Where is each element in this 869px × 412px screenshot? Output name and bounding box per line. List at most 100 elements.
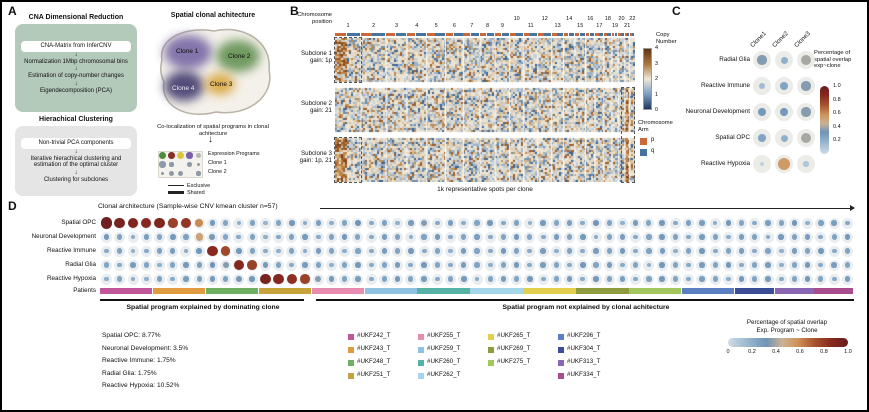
d-dot (196, 276, 202, 282)
d-dot (368, 276, 374, 282)
d-dot (474, 220, 480, 226)
cna-reduction-title: CNA Dimensional Reduction (28, 14, 124, 21)
d-dot (117, 234, 123, 240)
patient-swatch (558, 360, 564, 366)
chromosome-arm-q-segment (579, 33, 585, 36)
c-legend-tick: 0.8 (833, 96, 841, 103)
copy-number-tick: 3 (655, 60, 659, 67)
d-dot (514, 220, 520, 226)
overlap-colorbar-vertical (820, 86, 829, 154)
d-legend-tick: 0.2 (748, 349, 756, 355)
patient-swatch (488, 347, 494, 353)
chromosome-number: 19 (612, 23, 619, 29)
chromosome-arm-p-segment (361, 33, 372, 36)
d-dot (686, 248, 692, 254)
chromosome-number: 8 (486, 23, 490, 29)
d-dot (209, 234, 216, 240)
d-dot (500, 248, 507, 254)
d-legend-title-line2: Exp. Program ~ Clone (756, 327, 818, 334)
d-dot (804, 276, 811, 282)
d-dot (289, 234, 295, 240)
flow-step: Eigendecomposition (PCA) (39, 87, 113, 94)
d-dot (805, 220, 811, 226)
d-dot (646, 248, 652, 254)
patient-swatch (418, 373, 424, 379)
flow-step: Iterative hierachical clustering and est… (30, 155, 122, 169)
d-dot (236, 248, 242, 254)
d-dot (778, 234, 785, 240)
down-arrow-icon: ↓ (208, 134, 213, 145)
heatmap-caption: 1k representative spots per clone (437, 186, 533, 193)
stat-line: Neuronal Development: 3.5% (102, 344, 189, 352)
d-dot (487, 234, 493, 240)
flow-step: Clustering for subclones (43, 176, 109, 183)
d-dot (831, 276, 837, 282)
overlap-colorbar-horizontal (728, 338, 848, 347)
d-dot (302, 220, 308, 226)
d-dot (368, 220, 374, 226)
arm-swatch-p (640, 138, 647, 145)
d-dot (421, 276, 427, 282)
d-dot (328, 276, 335, 282)
arm-swatch-label: p (651, 137, 655, 143)
flow-step-pill: CNA-Matrix from InferCNV (21, 41, 131, 52)
d-dot (381, 262, 387, 268)
c-column-header: Clone1 (749, 30, 768, 49)
patient-id: #UKF265_T (497, 332, 531, 339)
d-dot (300, 274, 310, 284)
chromosome-number: 15 (577, 23, 584, 29)
d-dot (765, 262, 771, 268)
chromosome-arm-p-segment (603, 33, 608, 36)
patient-swatch (418, 334, 424, 340)
c-dot (801, 81, 811, 91)
caption-not-explained: Spatial program not explained by clonal … (502, 304, 670, 311)
d-dot (156, 248, 163, 254)
d-dot (130, 276, 136, 282)
d-dot (620, 262, 625, 268)
d-dot (725, 220, 732, 226)
d-dot (738, 234, 745, 240)
d-row-label: Neuronal Development (31, 233, 96, 240)
d-dot (130, 262, 136, 268)
chromosome-arm-p-segment (574, 33, 580, 36)
not-explained-bracket (316, 299, 854, 301)
c-dot (757, 55, 767, 65)
chromosome-arm-q-segment (632, 33, 635, 36)
d-dot (672, 234, 678, 240)
flow-step: Normalization 1Mbp chromosomal bins (24, 58, 128, 65)
d-dot (593, 262, 599, 268)
d-dot (567, 248, 573, 254)
d-dot (553, 234, 560, 240)
d-dot (686, 276, 692, 282)
exclusive-line-sample (168, 185, 184, 186)
hierarchical-clustering-title: Hierachical Clustering (39, 116, 113, 123)
chromosome-arm-p-segment (463, 33, 471, 36)
d-dot (130, 248, 136, 254)
patient-bar-segment (417, 288, 470, 294)
d-dot (791, 220, 798, 226)
d-dot (355, 262, 361, 268)
d-dot (448, 262, 453, 268)
d-dot (141, 217, 152, 229)
c-dot (777, 157, 791, 171)
c-dot (780, 56, 788, 64)
d-dot (460, 276, 467, 282)
d-dot (236, 234, 242, 240)
flow-step-pill: Non-trivial PCA components (21, 138, 131, 149)
shared-line-sample (168, 191, 184, 194)
d-dot (114, 217, 126, 229)
d-dot (461, 248, 467, 254)
patient-bar-segment (364, 288, 417, 294)
patient-bar-segment (814, 288, 854, 294)
d-dot (712, 234, 718, 240)
chromosome-arm-p-segment (629, 33, 632, 36)
d-dot (448, 234, 453, 240)
d-dot (408, 220, 414, 226)
patient-id: #UKF259_T (427, 345, 461, 352)
d-dot (500, 220, 506, 226)
d-dot (355, 234, 361, 240)
d-dot (606, 276, 612, 282)
d-dot (209, 220, 216, 226)
panel-c-label: C (672, 4, 681, 18)
d-dot (633, 220, 639, 226)
